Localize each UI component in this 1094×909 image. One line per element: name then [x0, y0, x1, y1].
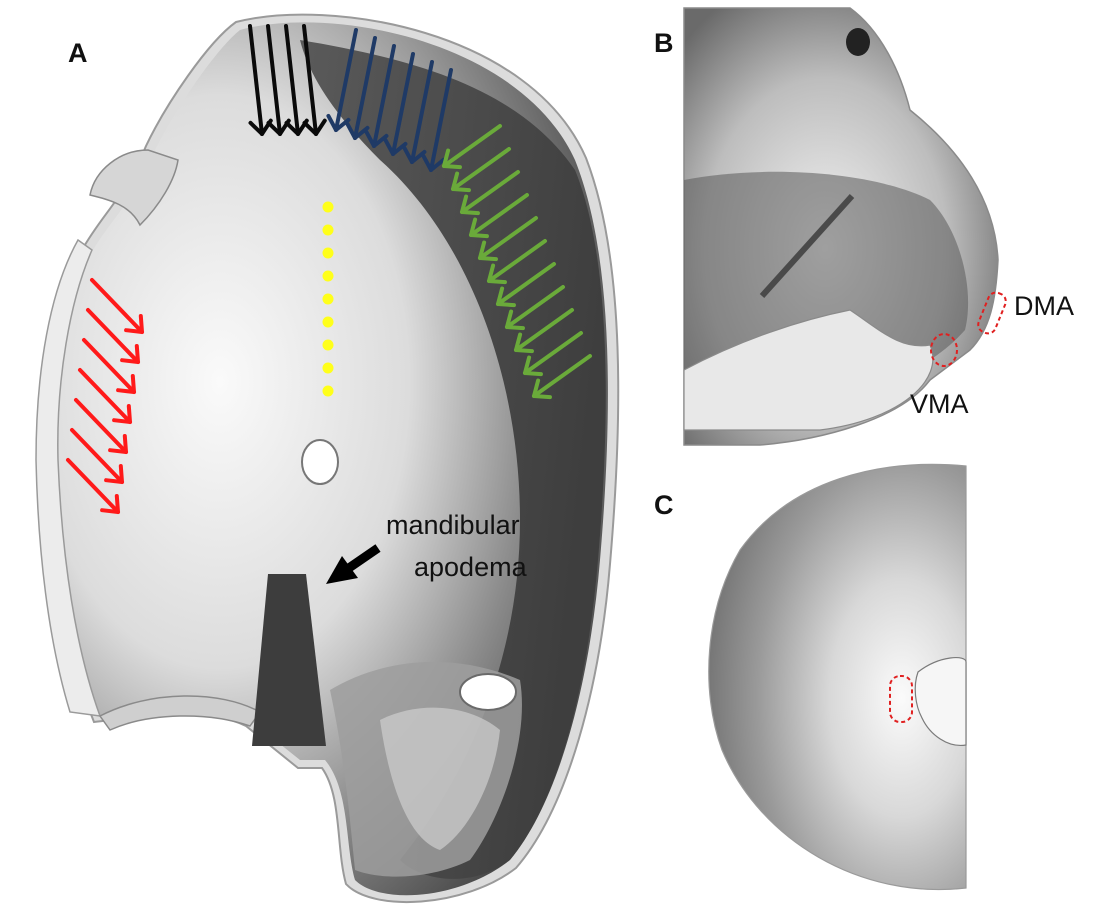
- tentorial-pit: [302, 440, 338, 484]
- mandibular-label-line1: mandibular: [386, 510, 520, 540]
- vma-label: VMA: [910, 389, 969, 419]
- yellow-dot: [323, 340, 334, 351]
- panel-b-hole: [846, 28, 870, 56]
- panel-label-a: A: [68, 38, 88, 68]
- yellow-dot: [323, 294, 334, 305]
- yellow-dot: [323, 202, 334, 213]
- yellow-dot: [323, 248, 334, 259]
- lower-opening: [460, 674, 516, 710]
- panel-label-b: B: [654, 28, 674, 58]
- mandibular-label-line2: apodema: [414, 552, 528, 582]
- panel-label-c: C: [654, 490, 674, 520]
- yellow-dot: [323, 225, 334, 236]
- panel-a: A mandibular apodema: [36, 0, 640, 909]
- yellow-dot: [323, 363, 334, 374]
- panel-c: C: [654, 464, 966, 889]
- panel-b: B DMA VMA: [654, 8, 1074, 445]
- yellow-dotted-line: [323, 202, 334, 397]
- yellow-dot: [323, 386, 334, 397]
- yellow-dot: [323, 271, 334, 282]
- yellow-dot: [323, 317, 334, 328]
- dma-label: DMA: [1014, 291, 1074, 321]
